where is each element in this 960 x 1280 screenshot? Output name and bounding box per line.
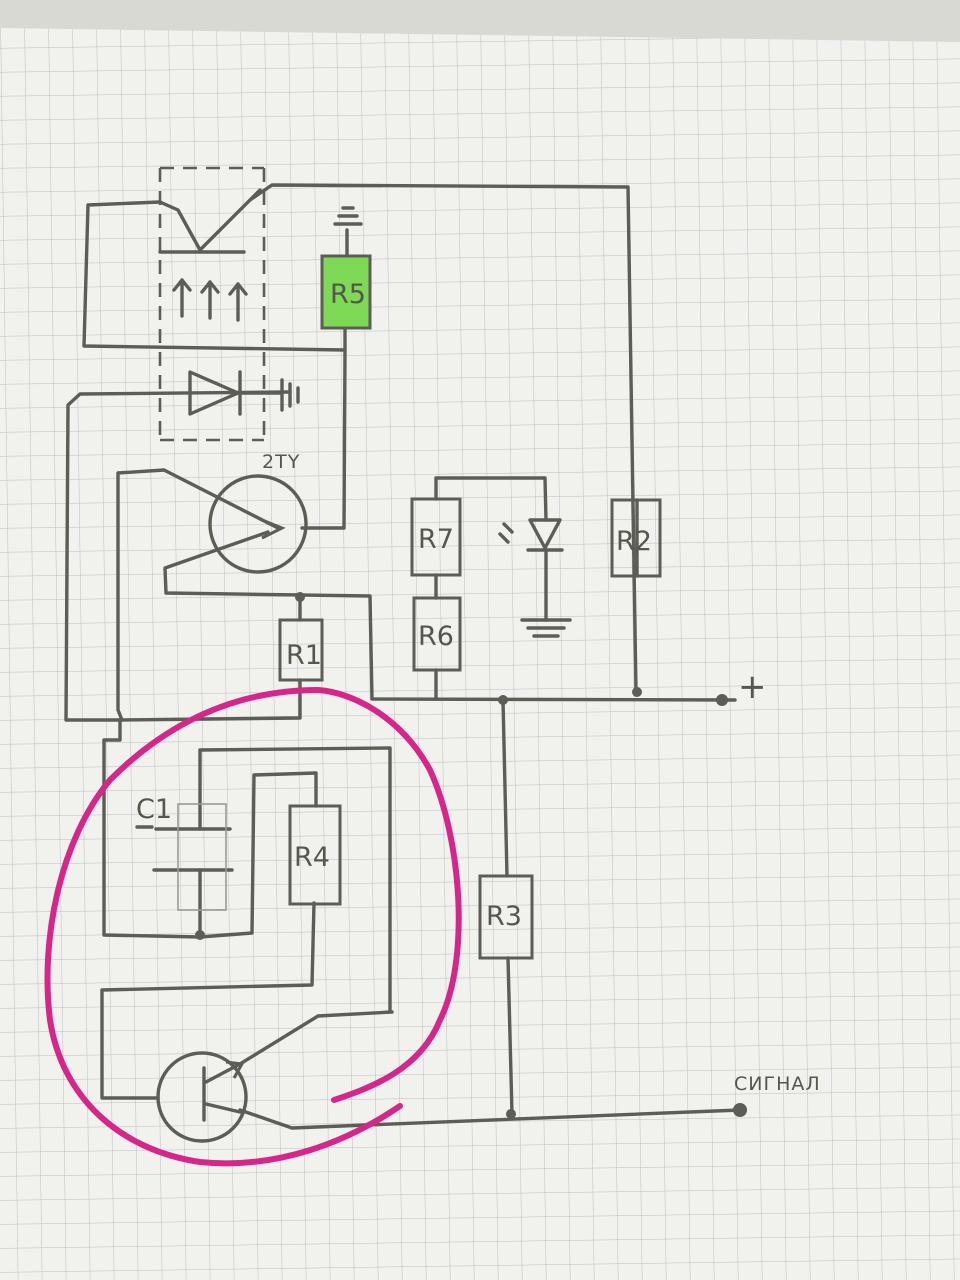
r1-label: R1 [286, 640, 322, 671]
erased-box [177, 803, 227, 911]
resistor-r2 [610, 498, 662, 578]
signal-terminal [733, 1103, 747, 1117]
r6-label: R6 [418, 621, 454, 652]
transistor-2ty-arrow [261, 518, 286, 540]
resistor-r6 [412, 596, 462, 672]
highlight-loop [44, 686, 462, 1167]
r4-label: R4 [294, 842, 330, 873]
junction-dots [195, 592, 642, 1119]
resistor-r3 [478, 874, 534, 960]
r7-label: R7 [418, 524, 454, 555]
r3-label: R3 [486, 901, 522, 932]
resistor-r4 [288, 804, 342, 906]
circuit-wires [64, 183, 742, 1130]
signal-label: СИГНАЛ [734, 1073, 821, 1095]
transistor-2ty [208, 474, 308, 574]
r5-label: R5 [330, 279, 366, 310]
r2-label: R2 [616, 526, 652, 557]
resistor-r7 [410, 497, 462, 577]
transistor-label: 2TY [262, 451, 300, 473]
paper-grid [0, 28, 960, 1280]
resistor-r5 [320, 254, 372, 330]
c1-label: C1 [136, 794, 172, 825]
plus-label: + [738, 667, 767, 707]
transistor-lower [156, 1051, 248, 1143]
plus-terminal [716, 694, 728, 706]
resistor-r1 [278, 618, 324, 682]
transistor-lower-arrow [225, 1060, 245, 1079]
